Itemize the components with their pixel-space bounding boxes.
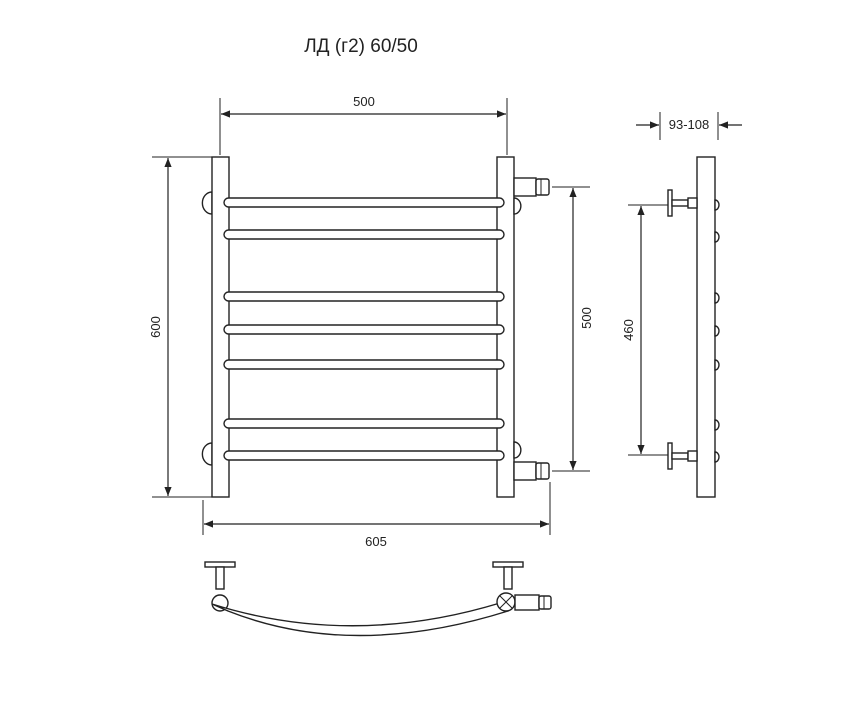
curved-rail [211,602,510,637]
overall-width-label: 605 [365,534,387,549]
top-view [204,561,552,637]
wall-distance-label: 93-108 [669,117,709,132]
drawing-title: ЛД (г2) 60/50 [304,36,418,57]
bottom-wall-mount [667,442,698,470]
side-view: 93-108 460 [621,112,742,498]
top-width-label: 500 [353,94,375,109]
rungs [223,197,505,461]
side-post [696,156,716,498]
left-bottom-bracket [201,442,213,466]
rung [223,229,505,240]
rung [223,324,505,335]
left-top-bracket [201,191,213,215]
top-wall-mount [667,189,698,217]
rung [223,291,505,302]
overall-height-label: 600 [148,316,163,338]
bottom-connector [513,441,550,481]
connection-height-label: 500 [579,307,594,329]
mount-spacing-label: 460 [621,319,636,341]
rung [223,197,505,208]
side-rung-ends [714,199,720,463]
rung [223,450,505,461]
top-connector [513,177,550,215]
rung [223,359,505,370]
rung [223,418,505,429]
front-view: 500 600 [148,94,594,549]
